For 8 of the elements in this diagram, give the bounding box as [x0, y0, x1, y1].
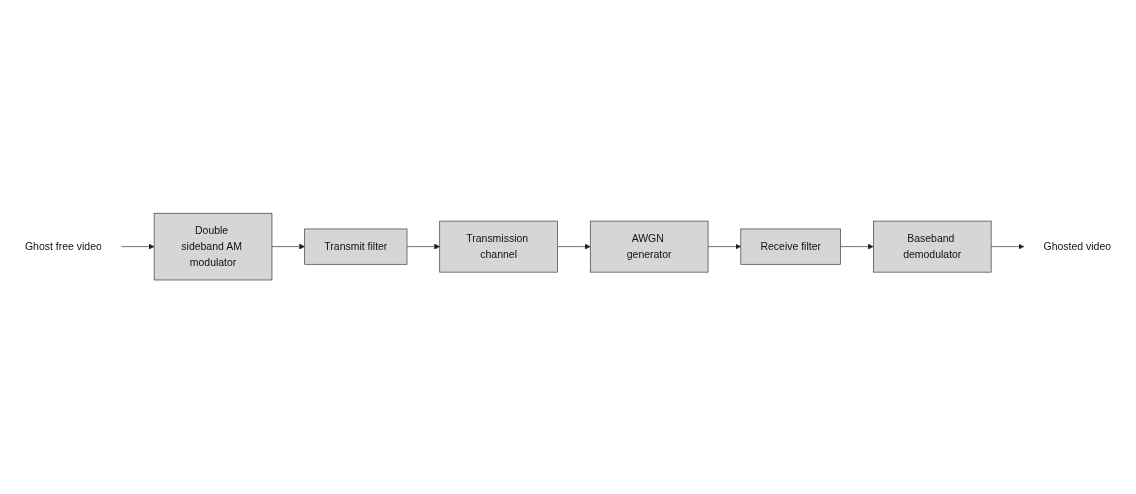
node-box: Transmission channel	[439, 221, 558, 273]
node-box: AWGN generator	[589, 221, 709, 273]
node-box: Baseband demodulator	[873, 221, 992, 273]
node-box: Receive filter	[740, 229, 841, 265]
node-text: Ghost free video	[24, 241, 102, 253]
node-box: Transmit filter	[304, 229, 408, 265]
node-box: Double sideband AM modulator	[153, 213, 273, 281]
node-text: Ghosted video	[1043, 241, 1112, 253]
